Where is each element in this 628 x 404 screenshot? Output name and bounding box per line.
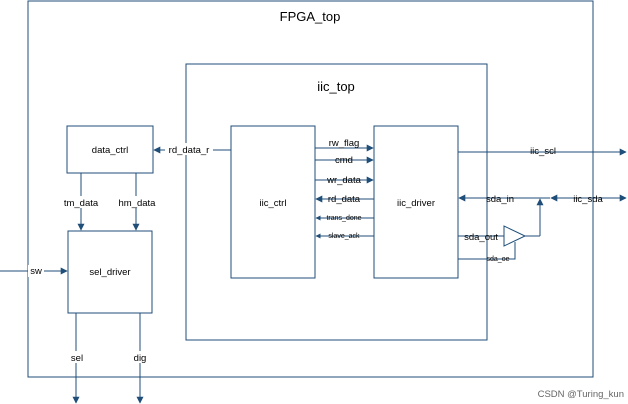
sda-oe-line (458, 242, 516, 260)
sw-label: sw (30, 266, 42, 277)
dig-bg (131, 351, 149, 363)
dig-label: dig (134, 353, 147, 364)
slave-ack-label: slave_ack (328, 233, 360, 240)
hm-data-label: hm_data (119, 198, 157, 209)
wr-data-label: wr_data (326, 175, 362, 186)
sda-out-label: sda_out (464, 232, 498, 243)
tm-data-label: tm_data (64, 198, 99, 209)
fpga-top-label: FPGA_top (280, 9, 341, 24)
sel-driver-label: sel_driver (89, 267, 130, 278)
rd-data-r-bg (165, 143, 213, 155)
trans-done-label: trans_done (326, 215, 361, 222)
sel-bg (67, 351, 85, 363)
tristate-buffer-icon (503, 225, 527, 247)
iic-sda-label: iic_sda (573, 194, 603, 205)
rd-data-r-label: rd_data_r (169, 145, 210, 156)
rw-flag-label: rw_flag (329, 138, 360, 149)
sda-oe-label: sda_oe (487, 256, 510, 263)
sel-label: sel (71, 353, 83, 364)
hm-data-bg (115, 196, 159, 208)
iic-ctrl-label: iic_ctrl (260, 198, 287, 209)
iic-ctrl-block (230, 125, 316, 279)
iic-top-label: iic_top (317, 79, 355, 94)
watermark-text: CSDN @Turing_kun (538, 389, 624, 400)
sw-bg (28, 265, 44, 277)
tm-data-bg (60, 196, 102, 208)
data-ctrl-block (66, 125, 154, 174)
data-ctrl-label: data_ctrl (92, 145, 128, 156)
iic-driver-label: iic_driver (397, 198, 435, 209)
sda-in-label: sda_in (486, 194, 514, 205)
iic-scl-label: iic_scl (530, 146, 556, 157)
cmd-label: cmd (335, 155, 353, 166)
iic-driver-block (373, 125, 459, 279)
sel-driver-block (67, 230, 153, 314)
rd-data-label: rd_data (328, 194, 361, 205)
